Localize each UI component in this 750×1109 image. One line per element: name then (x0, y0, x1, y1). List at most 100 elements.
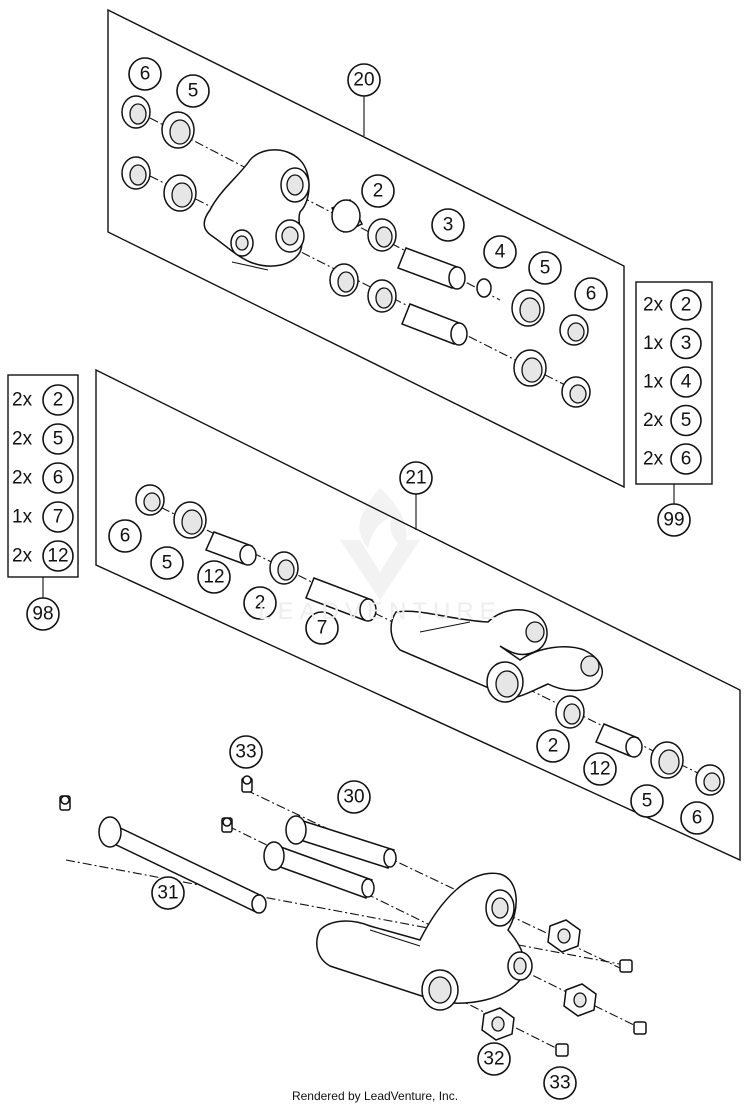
callout-3: 3 (431, 208, 465, 242)
bushing-2 (330, 199, 364, 233)
callout-32: 32 (477, 1042, 511, 1076)
callout-4: 4 (483, 235, 517, 269)
callout-2: 2 (536, 729, 570, 763)
svg-text:5: 5 (642, 791, 653, 812)
screw (619, 959, 633, 973)
callout-5: 5 (630, 784, 664, 818)
svg-text:99: 99 (663, 510, 684, 531)
callout-20: 20 (347, 63, 381, 97)
svg-text:2: 2 (681, 295, 692, 316)
kit-part-callout: 2 (670, 289, 702, 321)
seal-ring-6 (559, 314, 589, 346)
svg-text:6: 6 (140, 64, 151, 85)
callout-5: 5 (176, 74, 210, 108)
nut (547, 919, 581, 953)
link-arm (390, 609, 604, 703)
svg-text:2: 2 (255, 593, 266, 614)
kit-row: 2x 2 (12, 384, 74, 416)
svg-text:31: 31 (157, 883, 178, 904)
callout-12: 12 (197, 560, 231, 594)
kit-part-callout: 3 (670, 327, 702, 360)
svg-text:32: 32 (483, 1049, 504, 1070)
kit-quantity: 2x (12, 390, 33, 411)
callout-6: 6 (108, 519, 142, 553)
seal-ring-6 (121, 156, 151, 190)
svg-text:2: 2 (53, 390, 64, 411)
svg-text:7: 7 (317, 618, 328, 639)
svg-text:4: 4 (495, 242, 506, 263)
kit-part-callout: 5 (42, 423, 74, 455)
bushing-2 (329, 263, 359, 297)
svg-text:7: 7 (53, 507, 64, 528)
callout-12: 12 (583, 752, 617, 786)
seal-ring-6 (121, 95, 151, 129)
callout-5: 5 (150, 546, 184, 580)
kit-row: 2x 5 (12, 423, 74, 455)
callout-33: 33 (543, 1066, 577, 1100)
footer-credit: Rendered by LeadVenture, Inc. (291, 1089, 459, 1103)
screw (221, 817, 233, 833)
kit-row: 1x 3 (643, 327, 702, 360)
linkage-lever (203, 149, 310, 271)
kit-part-callout: 4 (670, 366, 702, 398)
seal-ring-5 (650, 741, 684, 779)
kit-row: 1x 4 (643, 366, 702, 398)
svg-text:12: 12 (47, 546, 68, 567)
bushing-2 (555, 695, 585, 729)
svg-text:6: 6 (53, 468, 64, 489)
svg-text:12: 12 (203, 567, 224, 588)
kit-part-callout: 2 (42, 384, 74, 416)
callout-2: 2 (243, 586, 277, 620)
svg-text:6: 6 (681, 449, 692, 470)
kit-quantity: 2x (12, 429, 33, 450)
bolt-31 (98, 816, 267, 914)
seal-ring-5 (163, 174, 197, 212)
seal-ring-5 (173, 501, 207, 539)
ring-4 (476, 278, 492, 298)
watermark-text: LEADVENTURE (258, 598, 502, 625)
callout-2: 2 (361, 174, 395, 208)
kit-row: 2x 2 (643, 289, 702, 321)
callout-33: 33 (229, 735, 263, 769)
seal-ring-6 (695, 764, 725, 796)
svg-text:2: 2 (548, 736, 559, 757)
screw-33 (241, 775, 253, 793)
svg-text:5: 5 (162, 553, 173, 574)
bushing-2 (367, 218, 397, 252)
svg-text:5: 5 (540, 258, 551, 279)
svg-text:4: 4 (681, 372, 692, 393)
callout-21: 21 (399, 461, 433, 495)
svg-text:12: 12 (589, 759, 610, 780)
sleeve-12 (204, 531, 257, 566)
svg-text:6: 6 (120, 526, 131, 547)
kit-part-callout: 12 (42, 540, 74, 572)
bolt-30 (285, 815, 397, 869)
svg-text:20: 20 (353, 70, 374, 91)
seal-ring-5 (511, 289, 545, 327)
callout-6: 6 (128, 57, 162, 91)
svg-text:3: 3 (443, 215, 454, 236)
kit-quantity: 1x (12, 507, 33, 528)
sleeve-7 (305, 577, 377, 622)
svg-text:3: 3 (681, 333, 692, 354)
seal-ring-6 (135, 484, 165, 516)
seal-ring-5 (161, 111, 195, 149)
kit-quantity: 2x (643, 410, 664, 431)
kit-part-callout: 5 (670, 404, 702, 437)
kit-quantity: 2x (643, 295, 664, 316)
callout-6: 6 (680, 801, 714, 835)
kit-quantity: 1x (643, 372, 664, 393)
kit-part-callout: 6 (670, 443, 702, 475)
callout-30: 30 (337, 780, 371, 814)
kit-quantity: 1x (643, 333, 664, 354)
callout-98: 98 (26, 597, 60, 631)
kit-row: 1x 7 (12, 501, 74, 533)
callout-31: 31 (151, 876, 185, 910)
assembled-linkage (316, 872, 533, 1011)
seal-ring-5 (513, 349, 547, 387)
svg-text:6: 6 (586, 284, 597, 305)
svg-text:5: 5 (681, 410, 692, 431)
svg-text:33: 33 (235, 742, 256, 763)
